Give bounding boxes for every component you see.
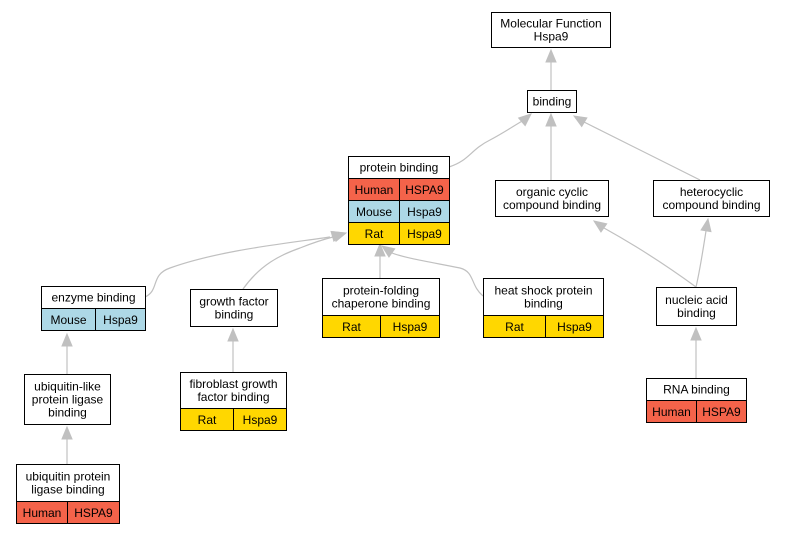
arrowhead <box>545 112 557 127</box>
node-title-box <box>527 90 577 113</box>
gene-cell <box>399 222 450 245</box>
node-title-box <box>180 372 287 409</box>
node-title-box <box>495 180 609 217</box>
edge-enzyme-binding-to-protein-binding <box>144 236 331 298</box>
species-label: Human <box>23 506 62 520</box>
node-title-line: binding <box>677 306 716 320</box>
arrowhead <box>545 48 557 63</box>
node-title-line: ligase binding <box>31 483 104 497</box>
edges-layer <box>61 48 712 464</box>
gene-cell <box>545 315 604 338</box>
node-title-line: protein ligase <box>32 393 104 407</box>
edge-nucleic-acid-to-organic-cyclic <box>603 227 697 288</box>
node-title-line: Molecular Function <box>500 17 601 31</box>
node-title-line: binding <box>524 297 563 311</box>
arrowhead <box>374 242 386 257</box>
arrowhead <box>61 332 73 347</box>
node-title-line: factor binding <box>197 390 269 404</box>
species-label: Mouse <box>50 313 86 327</box>
gene-label: Hspa9 <box>407 205 442 219</box>
species-label: Human <box>355 183 394 197</box>
node-title-line: protein binding <box>360 161 439 175</box>
arrowhead <box>332 231 348 243</box>
arrowhead <box>517 113 532 127</box>
gene-label: Hspa9 <box>407 227 442 241</box>
node-binding[interactable]: binding <box>527 90 577 113</box>
node-title-line: compound binding <box>662 198 760 212</box>
species-label: Rat <box>198 413 217 427</box>
gene-label: HSPA9 <box>702 405 741 419</box>
node-title-box <box>16 464 120 502</box>
arrowhead <box>61 425 73 440</box>
gene-label: HSPA9 <box>74 506 113 520</box>
arrowhead <box>380 245 396 258</box>
node-title-line: binding <box>533 95 572 109</box>
node-title-line: binding <box>48 406 87 420</box>
edge-nucleic-acid-to-heterocyclic <box>695 230 707 288</box>
species-label: Human <box>652 405 691 419</box>
node-title-line: fibroblast growth <box>189 377 277 391</box>
gene-label: Hspa9 <box>243 413 278 427</box>
node-title-box <box>653 180 770 217</box>
gene-label: Hspa9 <box>103 313 138 327</box>
node-title-line: heterocyclic <box>680 185 743 199</box>
node-title-line: nucleic acid <box>665 293 728 307</box>
arrowhead <box>572 115 588 128</box>
arrowhead <box>592 220 608 233</box>
node-title-line: organic cyclic <box>516 185 588 199</box>
node-title-line: compound binding <box>503 198 601 212</box>
gene-label: Hspa9 <box>393 320 428 334</box>
edge-growth-factor-to-protein-binding <box>242 236 334 290</box>
gene-cell <box>233 408 287 431</box>
node-title-box <box>322 278 440 316</box>
node-title-line: protein-folding <box>343 284 419 298</box>
node-title-line: ubiquitin-like <box>34 380 101 394</box>
node-title-box <box>491 12 611 48</box>
node-title-box <box>190 289 278 327</box>
node-title-line: binding <box>215 308 254 322</box>
edge-protein-binding-to-binding <box>448 119 525 168</box>
node-title-line: RNA binding <box>663 383 730 397</box>
arrowhead <box>690 326 702 341</box>
arrowhead <box>700 217 712 233</box>
gene-cell <box>95 308 146 331</box>
node-title-line: Hspa9 <box>534 30 569 44</box>
node-title-box <box>24 374 111 425</box>
node-title-box <box>483 278 604 316</box>
arrowhead <box>227 327 239 342</box>
gene-cell <box>67 501 120 524</box>
node-title-box <box>656 287 737 326</box>
gene-label: HSPA9 <box>405 183 444 197</box>
node-title-line: chaperone binding <box>332 297 431 311</box>
species-label: Rat <box>342 320 361 334</box>
gene-cell <box>380 315 440 338</box>
species-label: Rat <box>505 320 524 334</box>
species-label: Rat <box>365 227 384 241</box>
node-title-line: growth factor <box>199 295 268 309</box>
node-title-line: heat shock protein <box>494 284 592 298</box>
node-title-line: ubiquitin protein <box>26 470 111 484</box>
gene-cell <box>696 400 747 423</box>
gene-label: Hspa9 <box>557 320 592 334</box>
edge-heat-shock-to-protein-binding <box>391 252 484 297</box>
edge-heterocyclic-to-binding <box>583 121 701 181</box>
species-label: Mouse <box>356 205 392 219</box>
node-title-line: enzyme binding <box>51 291 135 305</box>
